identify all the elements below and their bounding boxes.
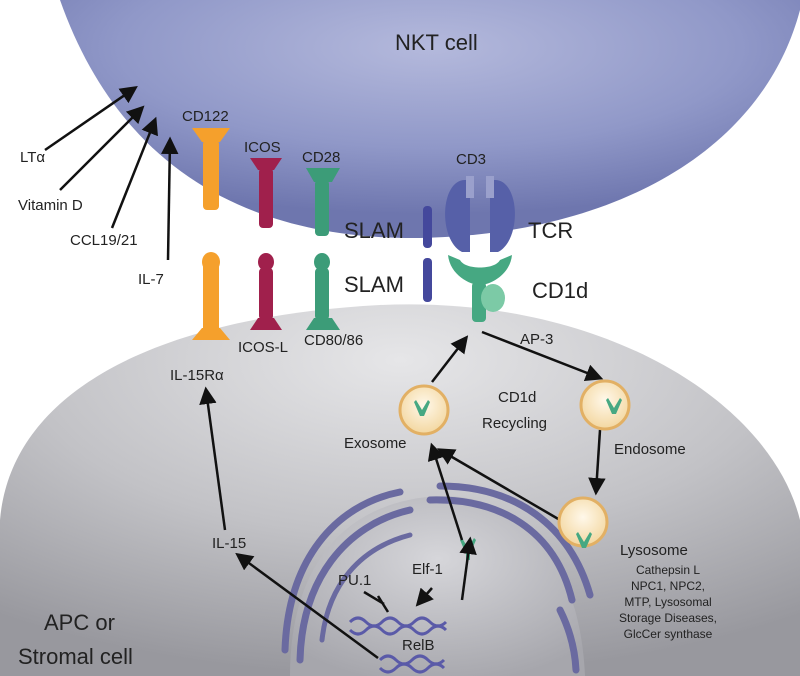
relb-to-il15-arrow xyxy=(235,552,379,660)
cd28-label: CD28 xyxy=(302,149,340,166)
cd1d-label: CD1d xyxy=(532,278,588,303)
lysosome-vesicle xyxy=(557,496,609,548)
pu1-label: PU.1 xyxy=(338,572,371,589)
exosome-to-cd1d-arrow xyxy=(431,335,469,383)
il15ra-label: IL-15Rα xyxy=(170,367,224,384)
elf1-label: Elf-1 xyxy=(412,561,443,578)
cd122-receptor xyxy=(192,128,230,210)
nkt-cell xyxy=(60,0,800,239)
er-to-exosome-arrow xyxy=(427,442,464,541)
nkt-cell-label: NKT cell xyxy=(395,30,478,55)
endosome-label: Endosome xyxy=(614,441,686,458)
lta-label: LTα xyxy=(20,149,45,166)
lysosome-to-exosome-arrow xyxy=(436,448,561,522)
cd28-receptor xyxy=(306,168,340,236)
relb-label: RelB xyxy=(402,637,435,654)
il7-label: IL-7 xyxy=(138,271,164,288)
icosl-receptor xyxy=(250,253,282,330)
il15-label: IL-15 xyxy=(212,535,246,552)
lysosome-details: Cathepsin L NPC1, NPC2, MTP, Lysosomal S… xyxy=(619,563,717,641)
apc-label-line2: Stromal cell xyxy=(18,644,133,669)
ccl-arrow xyxy=(110,116,158,229)
trafficking-arrows xyxy=(199,330,606,660)
exosome-vesicle xyxy=(398,384,450,436)
lta-arrow xyxy=(44,86,138,152)
vitd-arrow xyxy=(59,105,145,191)
il7-arrow xyxy=(161,136,179,261)
exosome-label: Exosome xyxy=(344,435,407,452)
slam-bottom xyxy=(423,258,432,302)
cd1d xyxy=(448,255,512,322)
lysosome-label: Lysosome xyxy=(620,542,688,559)
dna-strands xyxy=(348,616,448,674)
endoplasmic-reticulum xyxy=(281,482,594,674)
apc-label-line1: APC or xyxy=(44,610,115,635)
endosome-to-lysosome-arrow xyxy=(588,429,606,496)
ap3-label: AP-3 xyxy=(520,331,553,348)
vitd-label: Vitamin D xyxy=(18,197,83,214)
cd8086-receptor xyxy=(306,253,340,330)
cd122-label: CD122 xyxy=(182,108,229,125)
icosl-label: ICOS-L xyxy=(238,339,288,356)
tcr xyxy=(445,176,515,252)
lyso-detail-1: Cathepsin L xyxy=(636,563,700,577)
lyso-detail-4: Storage Diseases, xyxy=(619,611,717,625)
lyso-detail-3: MTP, Lysosomal xyxy=(624,595,711,609)
slam-top-label: SLAM xyxy=(344,218,404,243)
slam-bottom-label: SLAM xyxy=(344,272,404,297)
cd8086-label: CD80/86 xyxy=(304,332,363,349)
cd1d-to-endosome-arrow xyxy=(481,330,604,382)
il15-to-il15ra-arrow xyxy=(199,386,227,531)
cd3-label: CD3 xyxy=(456,151,486,168)
elf1-activate xyxy=(415,587,434,607)
pu1-inhibit xyxy=(363,590,390,613)
signal-arrows xyxy=(44,86,179,261)
recycling-label-line1: CD1d xyxy=(498,389,536,406)
tcr-label: TCR xyxy=(528,218,573,243)
il15ra-receptor xyxy=(192,252,230,340)
icos-receptor xyxy=(250,158,282,228)
slam-top xyxy=(423,206,432,248)
recycling-label-line2: Recycling xyxy=(482,415,547,432)
nucleus-to-cd1d-arrow xyxy=(459,536,477,601)
lyso-detail-2: NPC1, NPC2, xyxy=(631,579,705,593)
ccl-label: CCL19/21 xyxy=(70,232,138,249)
lyso-detail-5: GlcCer synthase xyxy=(624,627,713,641)
icos-label: ICOS xyxy=(244,139,281,156)
nucleus xyxy=(281,482,594,676)
endosome-vesicle xyxy=(579,379,631,431)
